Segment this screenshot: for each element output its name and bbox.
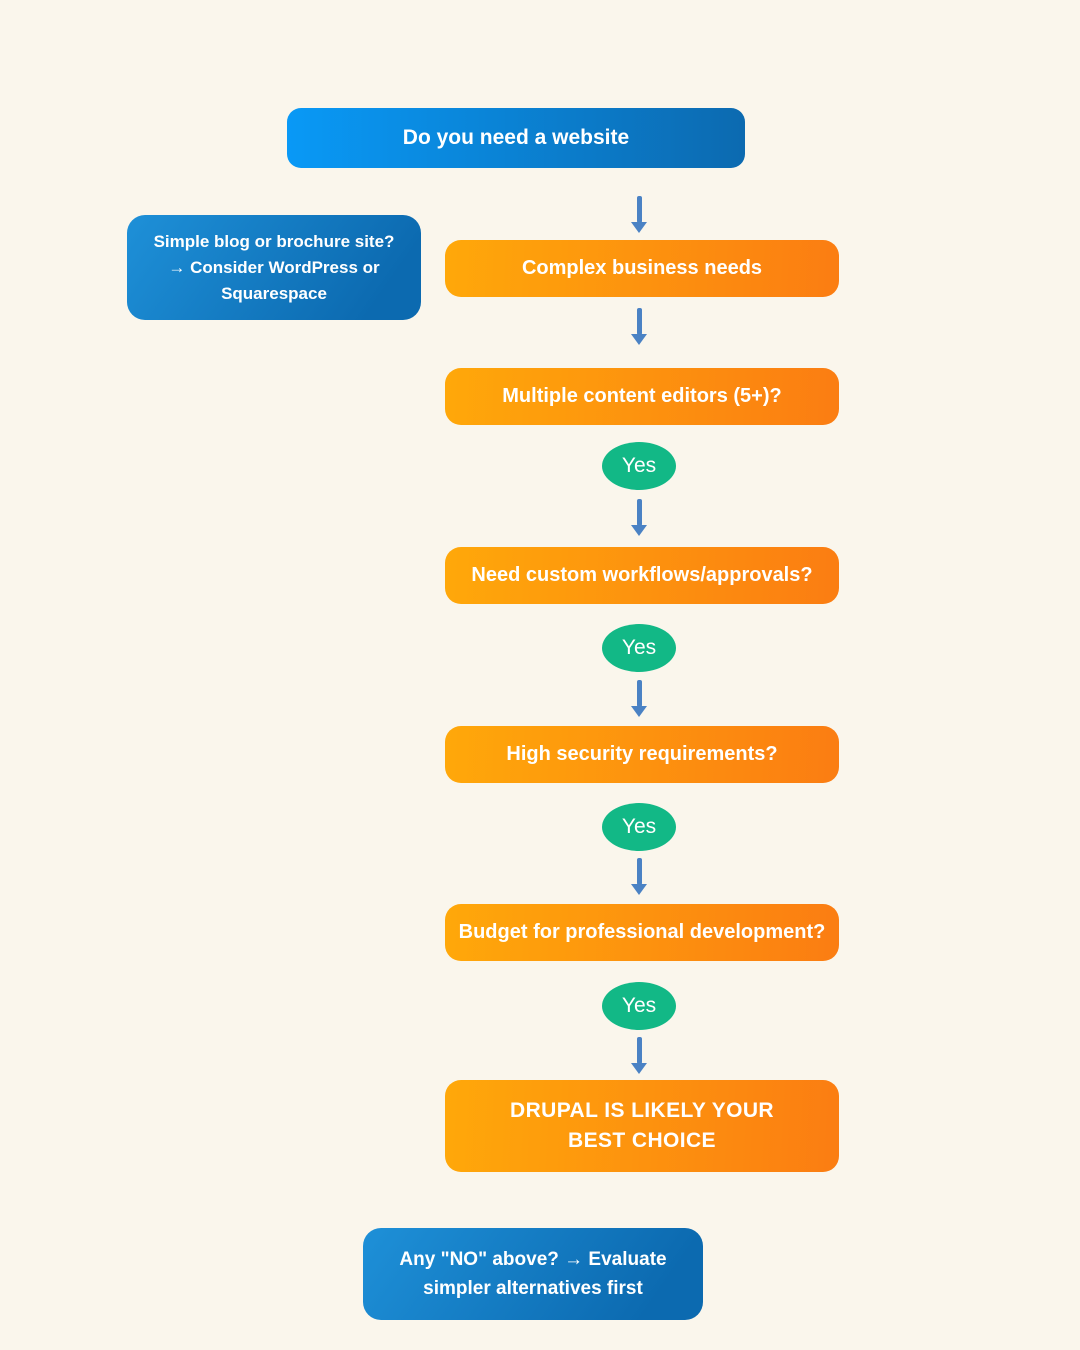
- footer-note-line: simpler alternatives first: [423, 1278, 643, 1299]
- arrow-shaft: [636, 858, 642, 885]
- flow-node-start-label: Do you need a website: [402, 126, 630, 149]
- arrow-shaft: [636, 308, 642, 335]
- arrow-head: [631, 334, 647, 345]
- flow-node-question-3: Need custom workflows/approvals?: [445, 547, 839, 604]
- yes-badge-label: Yes: [621, 815, 657, 838]
- arrow-down-icon: [628, 680, 650, 717]
- arrow-shaft: [636, 680, 642, 707]
- flow-node-question-5: Budget for professional development?: [445, 904, 839, 961]
- arrow-shaft: [636, 196, 642, 223]
- yes-badge: Yes: [602, 442, 676, 490]
- flow-node-result: DRUPAL IS LIKELY YOUR BEST CHOICE: [445, 1080, 839, 1172]
- side-note: Simple blog or brochure site? → Consider…: [127, 215, 421, 320]
- yes-badge-label: Yes: [621, 994, 657, 1017]
- flow-node-question-4-label: High security requirements?: [506, 743, 778, 765]
- flow-node-question-5-label: Budget for professional development?: [458, 921, 826, 943]
- arrow-head: [631, 706, 647, 717]
- side-note-line: Squarespace: [221, 283, 327, 303]
- flow-node-question-2-label: Multiple content editors (5+)?: [502, 385, 782, 407]
- yes-badge: Yes: [602, 624, 676, 672]
- yes-badge-label: Yes: [621, 454, 657, 477]
- flow-node-question-4: High security requirements?: [445, 726, 839, 783]
- yes-badge: Yes: [602, 982, 676, 1030]
- yes-badge-label: Yes: [621, 636, 657, 659]
- footer-note-line: Any "NO" above? → Evaluate: [399, 1249, 667, 1270]
- flow-node-result-line: BEST CHOICE: [568, 1129, 716, 1152]
- side-note-line: Simple blog or brochure site?: [153, 231, 395, 251]
- flow-node-question-3-label: Need custom workflows/approvals?: [471, 564, 813, 586]
- arrow-down-icon: [628, 1037, 650, 1074]
- arrow-shaft: [636, 499, 642, 526]
- arrow-shaft: [636, 1037, 642, 1064]
- arrow-head: [631, 222, 647, 233]
- yes-badge: Yes: [602, 803, 676, 851]
- flow-node-start: Do you need a website: [287, 108, 745, 168]
- footer-note: Any "NO" above? → Evaluate simpler alter…: [363, 1228, 703, 1320]
- arrow-down-icon: [628, 499, 650, 536]
- flow-node-question-2: Multiple content editors (5+)?: [445, 368, 839, 425]
- arrow-down-icon: [628, 196, 650, 233]
- arrow-head: [631, 1063, 647, 1074]
- arrow-down-icon: [628, 858, 650, 895]
- arrow-head: [631, 884, 647, 895]
- flow-node-question-1: Complex business needs: [445, 240, 839, 297]
- flow-node-result-line: DRUPAL IS LIKELY YOUR: [510, 1099, 774, 1122]
- arrow-head: [631, 525, 647, 536]
- side-note-line: → Consider WordPress or: [168, 257, 380, 277]
- arrow-down-icon: [628, 308, 650, 345]
- flow-node-question-1-label: Complex business needs: [521, 257, 763, 279]
